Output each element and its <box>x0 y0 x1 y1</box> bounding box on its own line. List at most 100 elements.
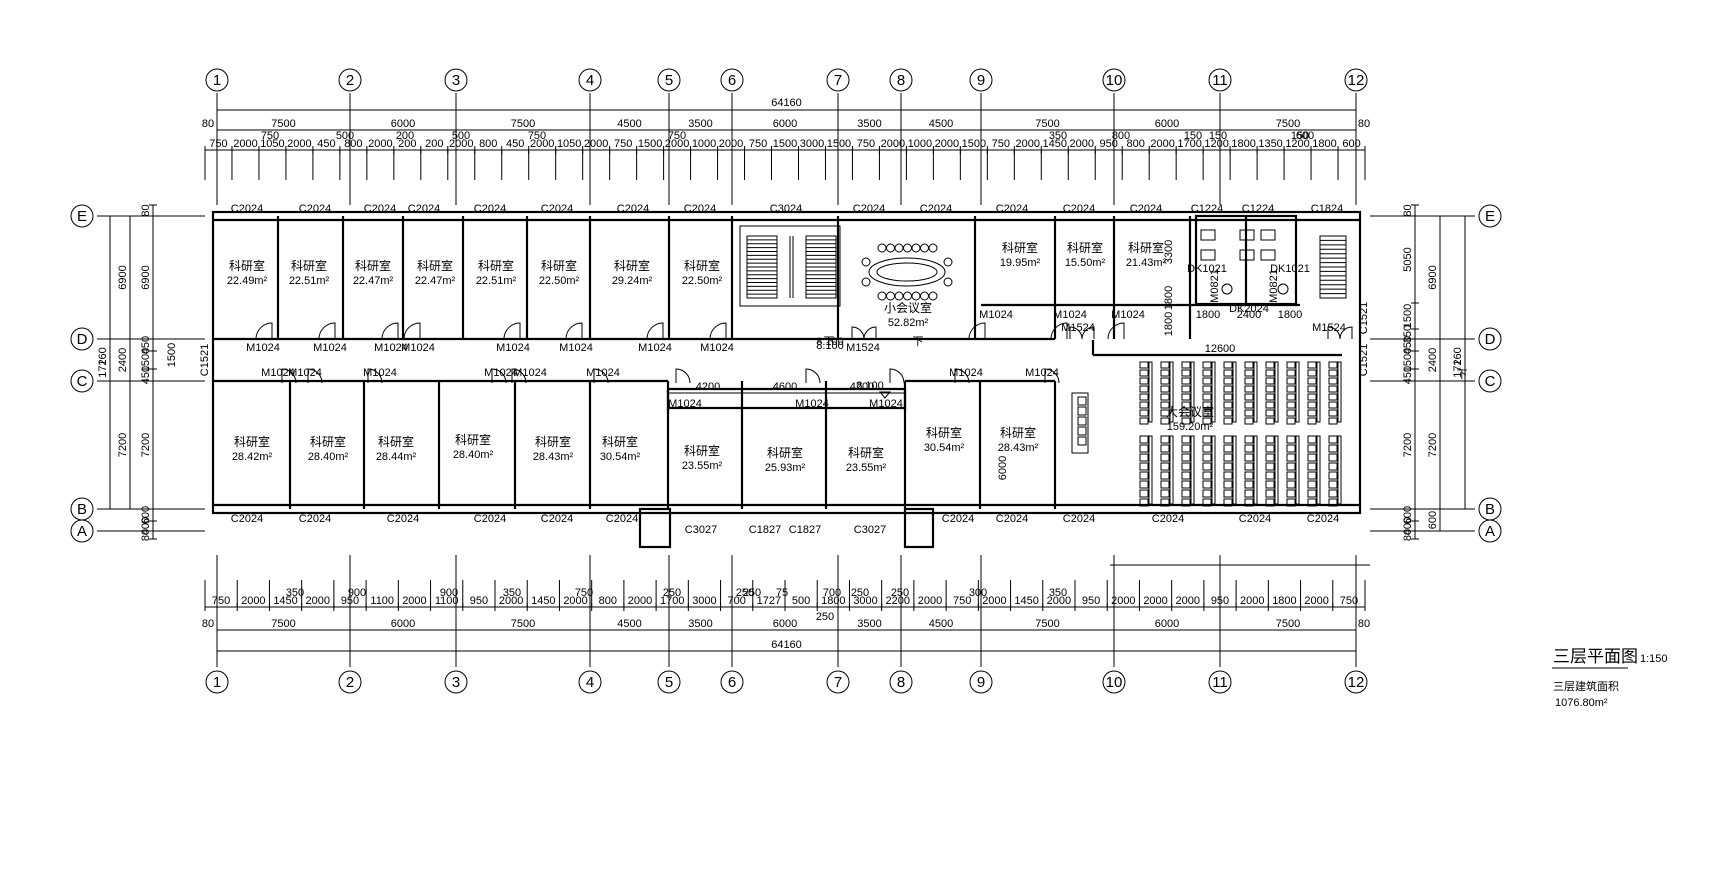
desk-row <box>1337 435 1342 505</box>
dim-note-bottom: 250 <box>851 587 869 599</box>
seat <box>1181 409 1191 417</box>
seat <box>1202 462 1212 471</box>
dim-left-outer-text: 2400 <box>117 348 129 372</box>
seat <box>1244 480 1254 489</box>
dim-detail-top-text: 2000 <box>881 138 905 150</box>
dim-detail-bottom-text: 2000 <box>918 595 942 607</box>
seat <box>1181 480 1191 489</box>
seat <box>1328 435 1338 444</box>
seat <box>1181 462 1191 471</box>
window-label-top: C1224 <box>1191 203 1223 215</box>
window-label-bottom: C2024 <box>387 513 419 525</box>
seat <box>1181 453 1191 462</box>
dim-note-bottom: 250 <box>736 587 754 599</box>
window-label-top: C2024 <box>1063 203 1095 215</box>
dim-detail-top-text: 1200 <box>1204 138 1228 150</box>
seat <box>1139 369 1149 377</box>
room-name: 科研室 <box>614 258 650 273</box>
grid-label-9: 9 <box>977 674 985 691</box>
dim-detail-top-text: 1450 <box>1043 138 1067 150</box>
dim-note-top: 750 <box>261 130 279 142</box>
room-name: 科研室 <box>229 258 265 273</box>
seat <box>1286 369 1296 377</box>
window-label-top: C2024 <box>920 203 952 215</box>
door-swing-double <box>1339 326 1353 340</box>
seat <box>1307 377 1317 385</box>
seat <box>1307 498 1317 507</box>
seat <box>1265 471 1275 480</box>
grid-label-D: D <box>1485 331 1496 348</box>
room-name: 科研室 <box>535 434 571 449</box>
seat <box>1265 401 1275 409</box>
seat <box>1265 489 1275 498</box>
dim-bay-bottom: 6000 <box>1155 618 1179 630</box>
dim-detail-top-text: 2000 <box>935 138 959 150</box>
seat <box>1202 385 1212 393</box>
door-swing-south <box>491 368 507 384</box>
grid-label-3: 3 <box>452 674 460 691</box>
grid-bubble-2 <box>338 670 362 694</box>
seat <box>1286 385 1296 393</box>
seat <box>1307 480 1317 489</box>
dim-right-inner-text: 7200 <box>1402 433 1414 457</box>
door-label-north: M1524 <box>846 342 880 354</box>
grid-label-5: 5 <box>665 674 673 691</box>
seat <box>1160 480 1170 489</box>
dim-detail-bottom-text: 2000 <box>499 595 523 607</box>
seat <box>1265 409 1275 417</box>
door-label-south: M1024 <box>586 367 620 379</box>
seat <box>1202 393 1212 401</box>
grid-bubble-7 <box>826 68 850 92</box>
window-label-bottom: C3027 <box>854 524 886 536</box>
seat <box>1077 416 1087 426</box>
door-swing-north <box>1107 322 1125 340</box>
dim-note-bottom: 700 <box>823 587 841 599</box>
dim-detail-top-text: 1000 <box>908 138 932 150</box>
dim-detail-top-text: 2000 <box>233 138 257 150</box>
grid-bubble-11 <box>1208 670 1232 694</box>
room-area: 22.50m² <box>682 275 723 287</box>
grid-label-12: 12 <box>1348 72 1365 89</box>
room-name: 科研室 <box>355 258 391 273</box>
drawing-scale: 1:150 <box>1640 653 1668 665</box>
floor-area-value: 1076.80m² <box>1555 697 1608 709</box>
dim-detail-top-text: 2000 <box>1150 138 1174 150</box>
seat <box>1244 435 1254 444</box>
seat <box>1223 444 1233 453</box>
dim-left-inner-text: 600 <box>140 506 152 524</box>
seat <box>1328 444 1338 453</box>
seat <box>1139 498 1149 507</box>
seat <box>1077 396 1087 406</box>
dim-left-inner-text: 6900 <box>140 265 152 289</box>
door-swing-south <box>954 368 970 384</box>
seat <box>1202 401 1212 409</box>
dim-right-inner-text: 450 <box>1402 336 1414 354</box>
dim-bay-bottom: 6000 <box>391 618 415 630</box>
dim-detail-bottom-text: 2000 <box>241 595 265 607</box>
seat <box>1244 471 1254 480</box>
seat <box>1077 426 1087 436</box>
seat <box>1160 409 1170 417</box>
dim-note-bottom: 900 <box>440 587 458 599</box>
dim-right-inner-text: 80 <box>1402 529 1414 541</box>
desk-row <box>1211 361 1216 423</box>
dim-detail-top-text: 600 <box>1342 138 1360 150</box>
seat <box>1160 361 1170 369</box>
room-name: 小会议室 <box>884 300 932 315</box>
dim-6000: 6000 <box>997 456 1009 480</box>
dim-hall: 12600 <box>1205 343 1236 355</box>
dim-bay-top: 7500 <box>511 118 535 130</box>
grid-bubble-11 <box>1208 68 1232 92</box>
dim-note-bottom: 900 <box>348 587 366 599</box>
seat <box>1328 480 1338 489</box>
dim-right-outer-text: 7200 <box>1427 433 1439 457</box>
door-swing-north <box>565 322 583 340</box>
door-label-north: M1024 <box>1111 309 1145 321</box>
seat <box>1160 444 1170 453</box>
seat <box>1139 435 1149 444</box>
dim-note-bottom: 250 <box>816 611 834 623</box>
seat <box>1202 435 1212 444</box>
room-name: 科研室 <box>1128 240 1164 255</box>
dim-detail-bottom-text: 2000 <box>628 595 652 607</box>
